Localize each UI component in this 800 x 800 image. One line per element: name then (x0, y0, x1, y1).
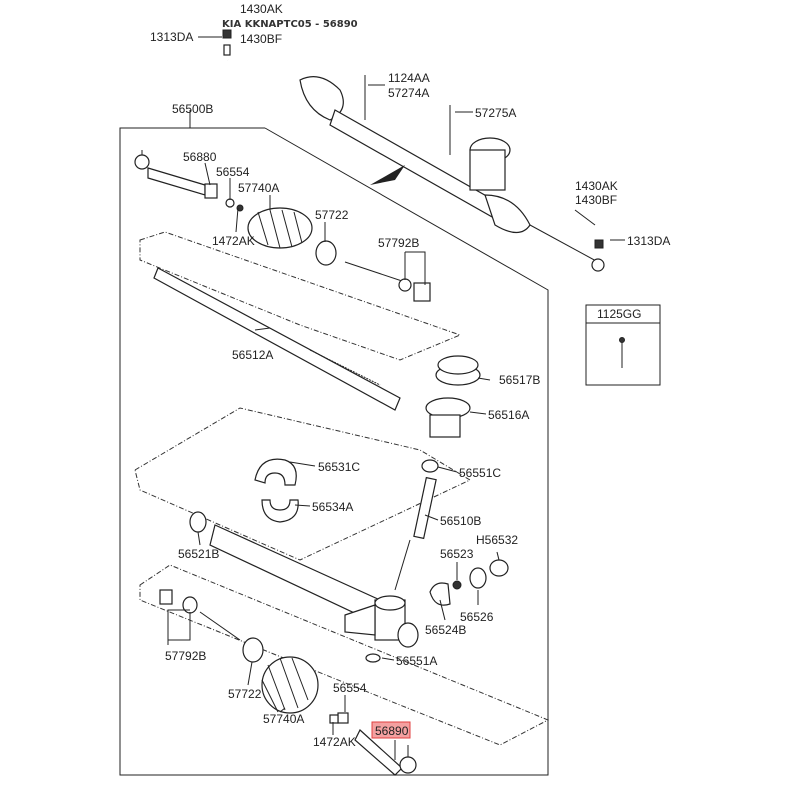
label-56880: 56880 (183, 150, 217, 164)
label-56554: 56554 (216, 165, 250, 179)
assembled-rack-top (222, 29, 605, 272)
label-1313DA: 1313DA (150, 30, 193, 44)
label-56551A: 56551A (396, 654, 437, 668)
label-1430AK: 1430AK (240, 2, 283, 16)
label-56531C: 56531C (318, 460, 360, 474)
label-57274A: 57274A (388, 86, 429, 100)
label-1313DA-right: 1313DA (627, 234, 670, 248)
label-56500B: 56500B (172, 102, 213, 116)
yoke-parts (429, 559, 509, 606)
boot-upper (247, 207, 337, 266)
label-1430AK-right: 1430AK (575, 179, 618, 193)
label-57740A: 57740A (238, 181, 279, 195)
label-56512A: 56512A (232, 348, 273, 362)
label-56524B: 56524B (425, 623, 466, 637)
label-56521B: 56521B (178, 547, 219, 561)
label-56516A: 56516A (488, 408, 529, 422)
label-57740A-lower: 57740A (263, 712, 304, 726)
label-H56532: H56532 (476, 533, 518, 547)
label-56534A: 56534A (312, 500, 353, 514)
label-57722: 57722 (315, 208, 349, 222)
label-57722-lower: 57722 (228, 687, 262, 701)
label-56517B: 56517B (499, 373, 540, 387)
bearing-cap (421, 355, 481, 473)
leader-lines (167, 36, 625, 760)
label-56523: 56523 (440, 547, 474, 561)
tie-rod-end-lower (354, 729, 417, 776)
pinion-shaft (394, 476, 437, 591)
rack-bar (153, 267, 401, 411)
boot-lower (242, 637, 349, 724)
label-1430BF: 1430BF (240, 32, 282, 46)
label-57275A: 57275A (475, 106, 516, 120)
inner-tie-rod-lower (159, 589, 241, 641)
tie-rod-end-upper (134, 150, 244, 212)
label-56551C: 56551C (459, 466, 501, 480)
label-56554-lower: 56554 (333, 681, 367, 695)
label-1472AK-lower: 1472AK (313, 735, 356, 749)
clamp (254, 458, 299, 523)
label-1472AK: 1472AK (212, 234, 255, 248)
label-56890-highlighted[interactable]: 56890 (375, 724, 409, 738)
inner-tie-rod-upper (344, 261, 431, 302)
dashed-plane-middle (134, 407, 472, 561)
highlight-56890 (371, 721, 411, 739)
part-box-1125GG (585, 304, 661, 386)
assembly-outline (119, 127, 549, 776)
rack-housing (189, 511, 419, 663)
bolt-1125GG-icon (619, 337, 625, 368)
label-56526: 56526 (460, 610, 494, 624)
label-1124AA: 1124AA (388, 71, 430, 85)
label-1430BF-right: 1430BF (575, 193, 617, 207)
label-1125GG: 1125GG (597, 307, 641, 321)
label-57792B: 57792B (378, 236, 419, 250)
label-56510B: 56510B (440, 514, 481, 528)
dashed-plane-upper (139, 231, 462, 361)
diagram-title: KIA KKNAPTC05 - 56890 (222, 19, 358, 30)
label-57792B-lower: 57792B (165, 649, 206, 663)
